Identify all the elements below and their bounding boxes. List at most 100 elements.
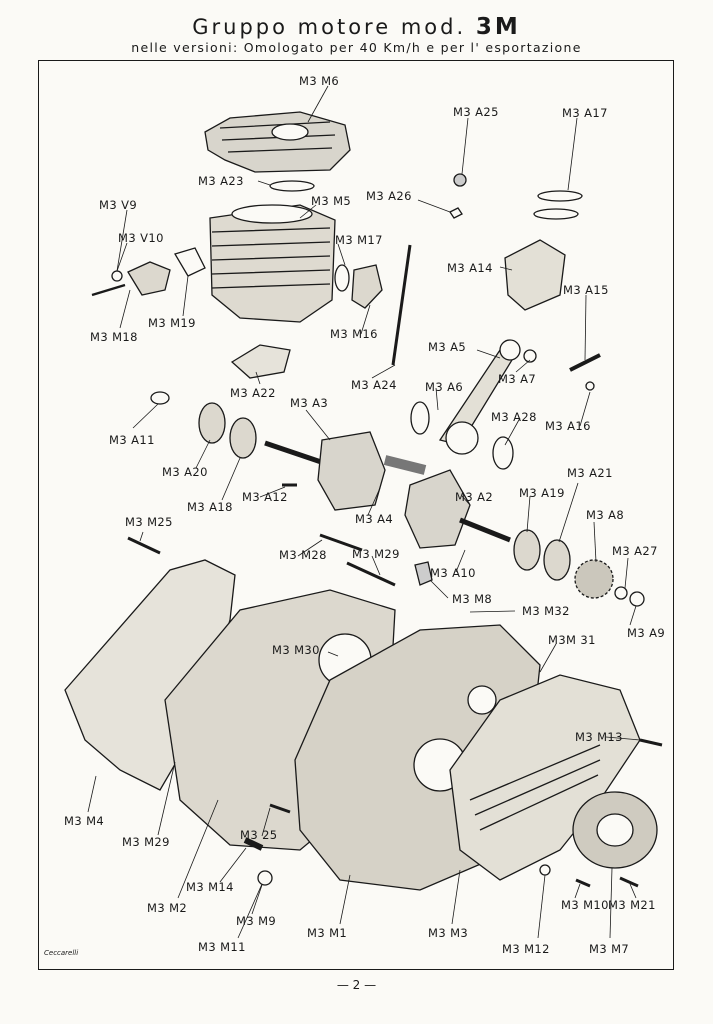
- nut-part: [449, 207, 463, 219]
- intake-manifold-part: [127, 261, 171, 296]
- thrust-washer-left-part: [410, 401, 430, 435]
- label-m28: M3 M28: [279, 548, 327, 562]
- label-v9: M3 V9: [99, 198, 138, 212]
- label-a8: M3 A8: [586, 508, 625, 522]
- screw-m25-bottom-part: [269, 803, 291, 814]
- diagram-frame: [38, 60, 674, 970]
- dowel-pin-part: [243, 837, 264, 851]
- page-number: — 2 —: [336, 978, 377, 992]
- washer-bottom-part: [257, 870, 273, 886]
- page-title: Gruppo motore mod. 3M: [192, 14, 521, 40]
- label-a12: M3 A12: [242, 490, 288, 504]
- crankshaft-left-part: [264, 431, 386, 511]
- plug-part: [414, 561, 433, 586]
- label-a17: M3 A17: [562, 106, 608, 120]
- label-a28: M3 A28: [491, 410, 537, 424]
- crankcase-right-hole: [467, 685, 497, 715]
- label-a3: M3 A3: [290, 396, 329, 410]
- spacer-part: [614, 586, 628, 600]
- label-a24: M3 A24: [351, 378, 397, 392]
- label-a11: M3 A11: [109, 433, 155, 447]
- label-m7: M3 M7: [589, 942, 630, 956]
- cylinder-head-part: [204, 111, 351, 173]
- piston-pin-part: [569, 353, 601, 372]
- label-m16: M3 M16: [330, 327, 378, 341]
- label-m29-top: M3 M29: [352, 547, 400, 561]
- bearing-right-inner-part: [543, 539, 571, 581]
- label-a9: M3 A9: [627, 626, 666, 640]
- screw-m13-part: [639, 738, 663, 747]
- label-a6: M3 A6: [425, 380, 464, 394]
- cover-fins: [469, 744, 601, 831]
- label-m2: M3 M2: [147, 901, 188, 915]
- screw-m21-part: [619, 876, 639, 888]
- label-m14: M3 M14: [186, 880, 234, 894]
- leader-lines: [87, 85, 641, 939]
- label-a7: M3 A7: [498, 372, 537, 386]
- label-a27: M3 A27: [612, 544, 658, 558]
- label-m4: M3 M4: [64, 814, 105, 828]
- label-m3: M3 M3: [428, 926, 469, 940]
- label-m31: M3M 31: [548, 633, 596, 647]
- label-a5: M3 A5: [428, 340, 467, 354]
- seal-part: [539, 864, 551, 876]
- page-subtitle: nelle versioni: Omologato per 40 Km/h e …: [131, 40, 582, 55]
- label-m11: M3 M11: [198, 940, 246, 954]
- cylinder-part: [209, 204, 336, 323]
- label-a19: M3 A19: [519, 486, 565, 500]
- label-a21: M3 A21: [567, 466, 613, 480]
- bolt-m28-part: [319, 533, 363, 552]
- nut-right-part: [629, 591, 645, 607]
- bearing-left-inner-part: [229, 417, 257, 459]
- label-a22: M3 A22: [230, 386, 276, 400]
- label-m29-bottom: M3 M29: [122, 835, 170, 849]
- label-m25-top: M3 M25: [125, 515, 173, 529]
- cap-nut-part: [453, 173, 467, 187]
- label-m12: M3 M12: [502, 942, 550, 956]
- bolt-m25-part: [127, 536, 161, 555]
- label-a16: M3 A16: [545, 419, 591, 433]
- label-a23: M3 A23: [198, 174, 244, 188]
- label-a4: M3 A4: [355, 512, 394, 526]
- bushing-part: [150, 391, 170, 405]
- bolt-m29-part: [346, 561, 396, 587]
- label-m25-bottom: M3 25: [240, 828, 278, 842]
- cylinder-base-gasket-part: [230, 344, 291, 379]
- flywheel-hub: [596, 813, 634, 847]
- screw-m10-part: [575, 878, 591, 888]
- head-gasket-part: [269, 180, 315, 192]
- crank-pin-part: [383, 455, 427, 475]
- label-m19: M3 M19: [148, 316, 196, 330]
- label-m6: M3 M6: [299, 74, 340, 88]
- label-m30: M3 M30: [272, 643, 320, 657]
- label-m21: M3 M21: [608, 898, 656, 912]
- bearing-left-outer-part: [198, 402, 226, 444]
- small-end-part: [499, 339, 521, 361]
- label-a10: M3 A10: [430, 566, 476, 580]
- pin-clip-part: [585, 381, 595, 391]
- piston-part: [504, 239, 566, 311]
- crankshaft-right-part: [404, 469, 511, 549]
- washer-part: [111, 270, 123, 282]
- label-a18: M3 A18: [187, 500, 233, 514]
- piston-ring-bottom-part: [533, 208, 579, 220]
- label-m13: M3 M13: [575, 730, 623, 744]
- label-a2: M3 A2: [455, 490, 494, 504]
- exhaust-flange-part: [351, 264, 383, 309]
- label-a26: M3 A26: [366, 189, 412, 203]
- intake-gasket-part: [174, 247, 206, 277]
- label-a20: M3 A20: [162, 465, 208, 479]
- stud-bolt-part: [91, 283, 126, 297]
- label-m17: M3 M17: [335, 233, 383, 247]
- exhaust-gasket-part: [334, 264, 350, 292]
- label-m5: M3 M5: [311, 194, 352, 208]
- bearing-right-outer-part: [513, 529, 541, 571]
- flywheel-cover-part: [449, 674, 641, 881]
- piston-ring-top-part: [537, 190, 583, 202]
- pinion-gear-part: [574, 559, 614, 599]
- thrust-washer-right-part: [492, 436, 514, 470]
- needle-bearing-part: [523, 349, 537, 363]
- label-a25: M3 A25: [453, 105, 499, 119]
- label-m8: M3 M8: [452, 592, 493, 606]
